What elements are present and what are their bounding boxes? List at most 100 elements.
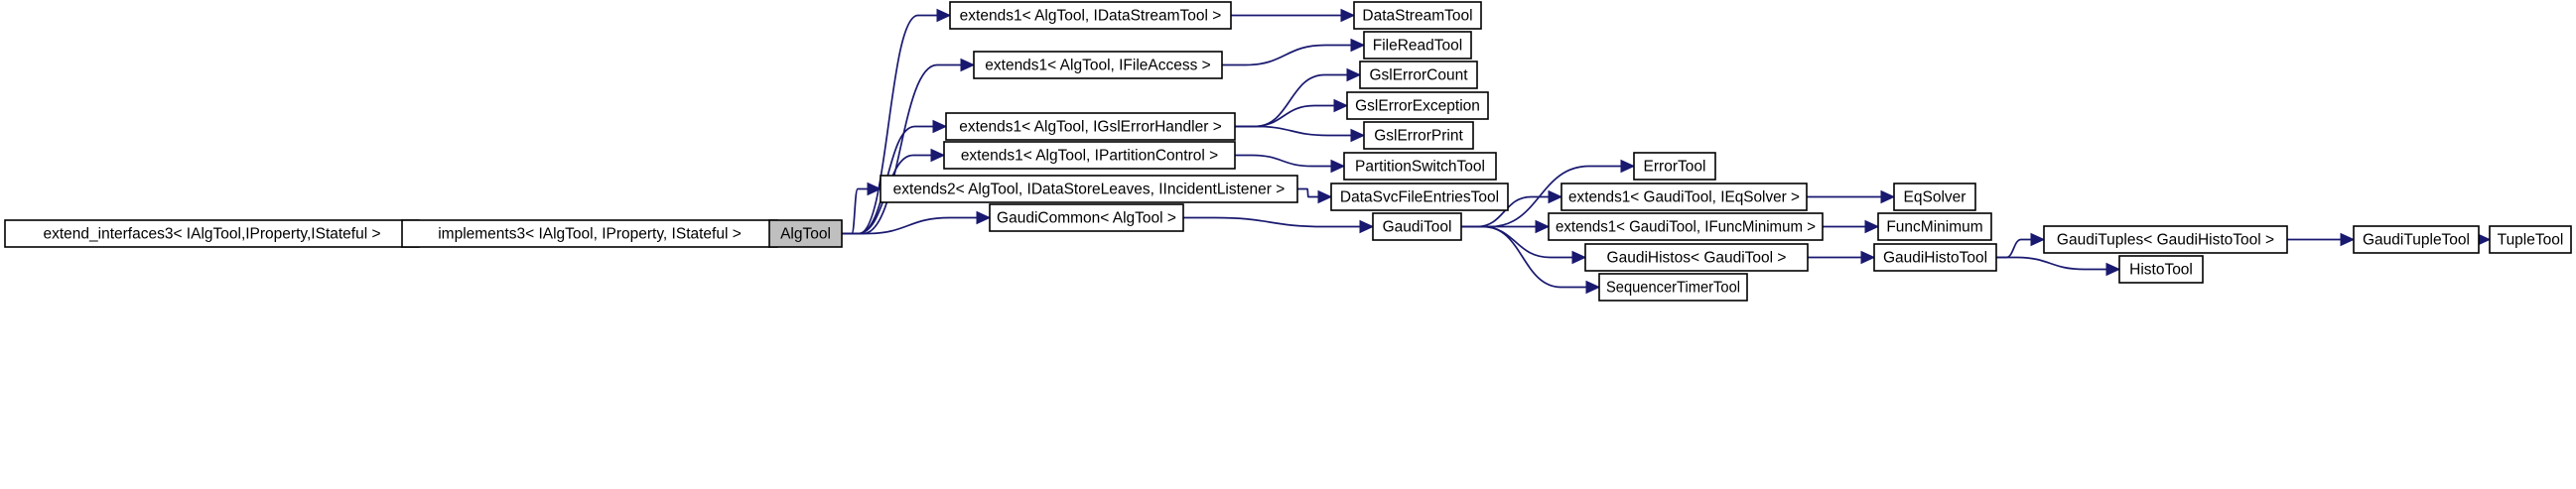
class-node-box[interactable] [1343, 152, 1497, 181]
class-node-label: extends1< AlgTool, IPartitionControl > [961, 148, 1218, 165]
class-node-extends1_IPartitionControl[interactable]: extends1< AlgTool, IPartitionControl > [943, 141, 1236, 170]
class-node-label: EqSolver [1904, 189, 1966, 206]
class-node-box[interactable] [1330, 183, 1509, 211]
class-node-box[interactable] [989, 203, 1184, 232]
class-node-label: GaudiTupleTool [2363, 232, 2470, 249]
class-node-label: GaudiTool [1383, 219, 1452, 236]
inheritance-edge [842, 58, 976, 235]
class-node-extends1_IGslErrorHandler[interactable]: extends1< AlgTool, IGslErrorHandler > [945, 112, 1236, 141]
nodes-layer: extend_interfaces3< IAlgTool,IProperty,I… [4, 1, 2572, 302]
class-node-label: GslErrorPrint [1374, 128, 1463, 145]
class-node-label: extends1< AlgTool, IGslErrorHandler > [959, 119, 1222, 136]
class-node-box[interactable] [1560, 183, 1808, 211]
class-node-label: ErrorTool [1644, 159, 1706, 176]
class-node-extends1_IFileAccess[interactable]: extends1< AlgTool, IFileAccess > [973, 51, 1223, 79]
class-node-extends1_IFuncMinimum[interactable]: extends1< GaudiTool, IFuncMinimum > [1548, 212, 1824, 241]
class-node-GslErrorCount[interactable]: GslErrorCount [1359, 61, 1478, 89]
class-node-box[interactable] [880, 175, 1298, 203]
class-node-box[interactable] [1548, 212, 1824, 241]
class-node-box[interactable] [1633, 152, 1716, 181]
class-node-HistoTool[interactable]: HistoTool [2118, 255, 2204, 284]
class-node-box[interactable] [2118, 255, 2204, 284]
class-node-box[interactable] [1372, 212, 1462, 241]
inheritance-edge [1807, 189, 1896, 204]
inheritance-edge [1222, 38, 1366, 66]
class-node-label: PartitionSwitchTool [1355, 159, 1485, 176]
class-node-label: GaudiHistoTool [1883, 250, 1987, 267]
class-node-box[interactable] [949, 1, 1232, 30]
class-node-label: extends1< GaudiTool, IEqSolver > [1568, 189, 1800, 206]
class-node-box[interactable] [2489, 225, 2572, 254]
inheritance-edge [2287, 232, 2356, 247]
class-node-GslErrorException[interactable]: GslErrorException [1346, 91, 1489, 120]
class-node-AlgTool[interactable]: AlgTool [768, 219, 843, 248]
class-node-box[interactable] [2043, 225, 2288, 254]
inheritance-edge [1996, 256, 2121, 277]
class-node-TupleTool[interactable]: TupleTool [2489, 225, 2572, 254]
class-node-box[interactable] [1363, 31, 1472, 60]
class-node-GaudiTupleTool[interactable]: GaudiTupleTool [2353, 225, 2480, 254]
class-node-GaudiTool[interactable]: GaudiTool [1372, 212, 1462, 241]
class-node-extends1_IDataStreamTool[interactable]: extends1< AlgTool, IDataStreamTool > [949, 1, 1232, 30]
inheritance-edge [1297, 187, 1333, 204]
class-node-label: FuncMinimum [1886, 219, 1982, 236]
class-node-GslErrorPrint[interactable]: GslErrorPrint [1363, 121, 1474, 150]
inheritance-edge [842, 8, 952, 235]
class-node-FuncMinimum[interactable]: FuncMinimum [1877, 212, 1992, 241]
inheritance-edge [1235, 67, 1362, 128]
inheritance-edge [1235, 98, 1349, 128]
class-node-box[interactable] [973, 51, 1223, 79]
class-node-box[interactable] [1893, 183, 1976, 211]
class-node-implements3[interactable]: implements3< IAlgTool, IProperty, IState… [401, 219, 778, 248]
class-node-box[interactable] [1584, 243, 1809, 272]
class-node-label: GslErrorException [1355, 98, 1480, 115]
class-node-label: implements3< IAlgTool, IProperty, IState… [438, 226, 742, 243]
class-node-label: SequencerTimerTool [1606, 280, 1740, 297]
class-node-SequencerTimerTool[interactable]: SequencerTimerTool [1598, 273, 1748, 302]
class-node-box[interactable] [768, 219, 843, 248]
class-node-label: FileReadTool [1373, 38, 1462, 55]
class-node-label: DataStreamTool [1362, 8, 1472, 25]
inheritance-edge [842, 210, 992, 235]
class-node-label: TupleTool [2498, 232, 2564, 249]
class-node-GaudiHistos_GaudiTool[interactable]: GaudiHistos< GaudiTool > [1584, 243, 1809, 272]
class-node-GaudiHistoTool[interactable]: GaudiHistoTool [1873, 243, 1997, 272]
class-node-box[interactable] [943, 141, 1236, 170]
class-node-box[interactable] [1346, 91, 1489, 120]
class-node-box[interactable] [1353, 1, 1482, 30]
class-node-box[interactable] [2353, 225, 2480, 254]
class-node-label: AlgTool [780, 226, 831, 243]
class-node-extends2_IDataStoreLeaves[interactable]: extends2< AlgTool, IDataStoreLeaves, IIn… [880, 175, 1298, 203]
class-node-GaudiTuples_GaudiHistoTool[interactable]: GaudiTuples< GaudiHistoTool > [2043, 225, 2288, 254]
class-node-box[interactable] [1877, 212, 1992, 241]
inheritance-edge [1996, 232, 2046, 259]
class-node-box[interactable] [1359, 61, 1478, 89]
class-node-ErrorTool[interactable]: ErrorTool [1633, 152, 1716, 181]
class-node-label: extends1< AlgTool, IFileAccess > [985, 58, 1210, 74]
class-node-FileReadTool[interactable]: FileReadTool [1363, 31, 1472, 60]
class-node-label: GaudiCommon< AlgTool > [997, 210, 1176, 227]
class-node-box[interactable] [1873, 243, 1997, 272]
class-node-box[interactable] [945, 112, 1236, 141]
class-node-extend_interfaces3[interactable]: extend_interfaces3< IAlgTool,IProperty,I… [4, 219, 420, 248]
class-node-extends1_IEqSolver[interactable]: extends1< GaudiTool, IEqSolver > [1560, 183, 1808, 211]
inheritance-edge [1183, 216, 1375, 234]
class-node-GaudiCommon_AlgTool[interactable]: GaudiCommon< AlgTool > [989, 203, 1184, 232]
class-node-label: extends1< GaudiTool, IFuncMinimum > [1556, 219, 1816, 236]
inheritance-edge [1461, 225, 1601, 295]
class-node-EqSolver[interactable]: EqSolver [1893, 183, 1976, 211]
class-node-label: extend_interfaces3< IAlgTool,IProperty,I… [43, 226, 380, 243]
inheritance-edge [1231, 8, 1356, 23]
class-node-PartitionSwitchTool[interactable]: PartitionSwitchTool [1343, 152, 1497, 181]
class-node-label: GaudiHistos< GaudiTool > [1607, 250, 1787, 267]
class-node-box[interactable] [1363, 121, 1474, 150]
inheritance-edge [1823, 219, 1880, 234]
class-node-label: extends1< AlgTool, IDataStreamTool > [960, 8, 1222, 25]
inheritance-edge [1808, 250, 1876, 265]
class-node-label: GaudiTuples< GaudiHistoTool > [2057, 232, 2274, 249]
class-node-box[interactable] [1598, 273, 1748, 302]
class-node-DataSvcFileEntriesTool[interactable]: DataSvcFileEntriesTool [1330, 183, 1509, 211]
class-node-DataStreamTool[interactable]: DataStreamTool [1353, 1, 1482, 30]
